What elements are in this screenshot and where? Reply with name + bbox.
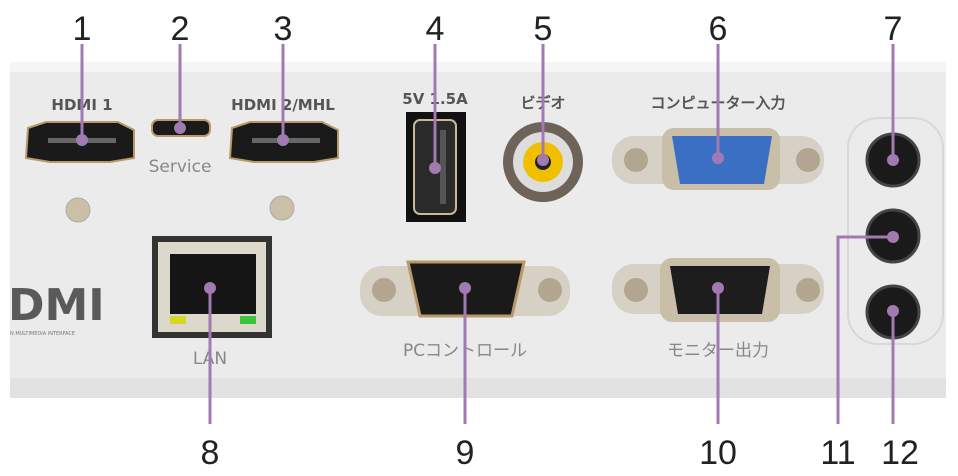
panel-top-edge (10, 62, 946, 72)
callout-number-3: 3 (274, 10, 293, 48)
callout-number-1: 1 (73, 10, 92, 48)
callout-number-9: 9 (456, 434, 475, 472)
callout-number-8: 8 (201, 434, 220, 472)
callout-number-11: 11 (820, 434, 855, 472)
panel-background (10, 62, 946, 398)
audio-bezel (847, 117, 944, 345)
callout-number-2: 2 (171, 10, 190, 48)
callout-number-6: 6 (709, 10, 728, 48)
callout-number-7: 7 (884, 10, 903, 48)
callout-number-4: 4 (426, 10, 445, 48)
callout-number-10: 10 (699, 434, 737, 472)
hdmi-logo-sub: N MULTIMEDIA INTERFACE (10, 331, 75, 337)
callout-number-12: 12 (881, 434, 919, 472)
callout-number-5: 5 (534, 10, 553, 48)
hdmi-logo: DMI (8, 280, 105, 331)
panel-bottom-edge (10, 378, 946, 398)
callout-dots (76, 122, 899, 317)
label-service: Service (149, 157, 212, 177)
screw-icon (65, 197, 91, 223)
callout-lines (80, 44, 895, 424)
screw-icon (269, 195, 295, 221)
